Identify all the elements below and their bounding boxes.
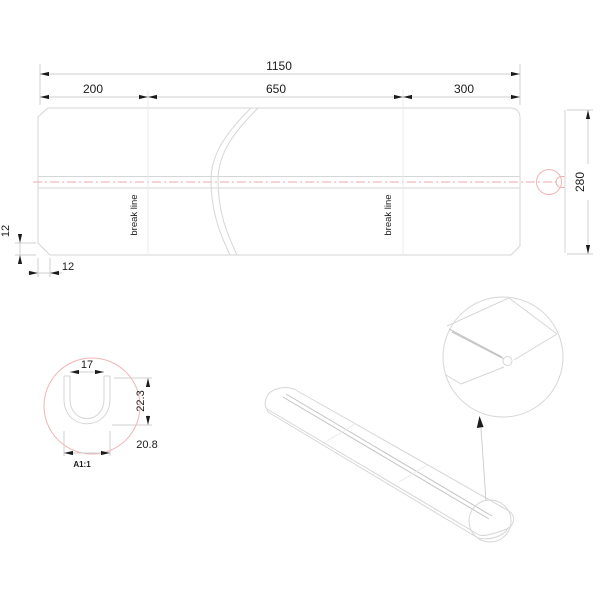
dim-depth-label: 22.3 [135,390,147,411]
dim-segment-arrows [40,94,520,100]
dim-20-8-arrows [64,450,110,456]
detail-callout-circle [442,296,564,418]
dim-corner-horizontal-label: 12 [62,261,74,273]
dim-12h-arrows [29,270,59,276]
detail-leader-arrow [476,416,484,428]
dim-opening-label: 17 [81,359,93,371]
detail-leader-line [480,427,487,502]
top-dimensions: 1150 200 650 300 [39,59,521,105]
callout-panel-right-edge [508,297,558,335]
channel-profile-side [555,176,562,188]
iso-break-mark [398,464,428,483]
front-view: break line break line [33,90,559,256]
break-curve-left [210,107,252,256]
callout-panel-front-edge [513,333,558,361]
detail-view-a: 17 22.3 20.8 A1:1 [43,357,158,469]
iso-channel-line [282,396,490,520]
iso-panel-top-edge [293,388,510,512]
dim-22-3-arrows [145,378,151,425]
iso-panel-left-cap [264,387,295,410]
callout-lower-left-edge [445,374,462,385]
callout-channel-hook [502,356,513,366]
dim-total-label: 1150 [266,59,292,73]
dim-1150-arrows [40,71,520,77]
iso-panel-thickness-edge [267,411,479,539]
corner-dimensions: 12 12 [0,225,74,277]
dim-280-arrows [585,110,591,254]
dim-corner-vertical-label: 12 [0,225,12,237]
break-label-right: break line [383,194,394,235]
isometric-view [264,387,515,543]
detail-scale-label: A1:1 [73,460,91,469]
iso-break-mark [326,423,356,442]
detail-boundary-circle [43,357,141,455]
iso-panel-bottom-edge [266,408,480,536]
front-view-outline [37,107,521,256]
height-dimension: 280 [567,109,593,255]
side-view [536,110,566,253]
iso-panel-right-cap [478,510,515,536]
dim-height-label: 280 [573,172,587,192]
iso-panel-thickness-cap [477,527,509,540]
break-label-left: break line [129,194,140,235]
detail-indicator-circle [536,169,562,195]
callout-boundary-circle [442,296,564,418]
iso-panel-end-thickness [266,408,269,413]
u-profile-inner [69,376,105,419]
u-profile-outer [63,376,111,425]
callout-channel-line [448,328,503,358]
callout-channel-line [451,331,505,360]
dim-seg-mid-label: 650 [266,82,286,96]
dim-width-label: 20.8 [136,439,157,451]
callout-lower-edge [460,366,505,385]
dim-seg-right-label: 300 [454,82,474,96]
dim-17-arrows [70,369,104,375]
iso-detail-source-circle [468,499,512,543]
callout-panel-back-edge [446,297,510,327]
dim-seg-left-label: 200 [83,82,103,96]
dim-12v-arrows [17,234,23,264]
break-curve-right [217,107,259,256]
iso-channel-line [285,393,493,517]
